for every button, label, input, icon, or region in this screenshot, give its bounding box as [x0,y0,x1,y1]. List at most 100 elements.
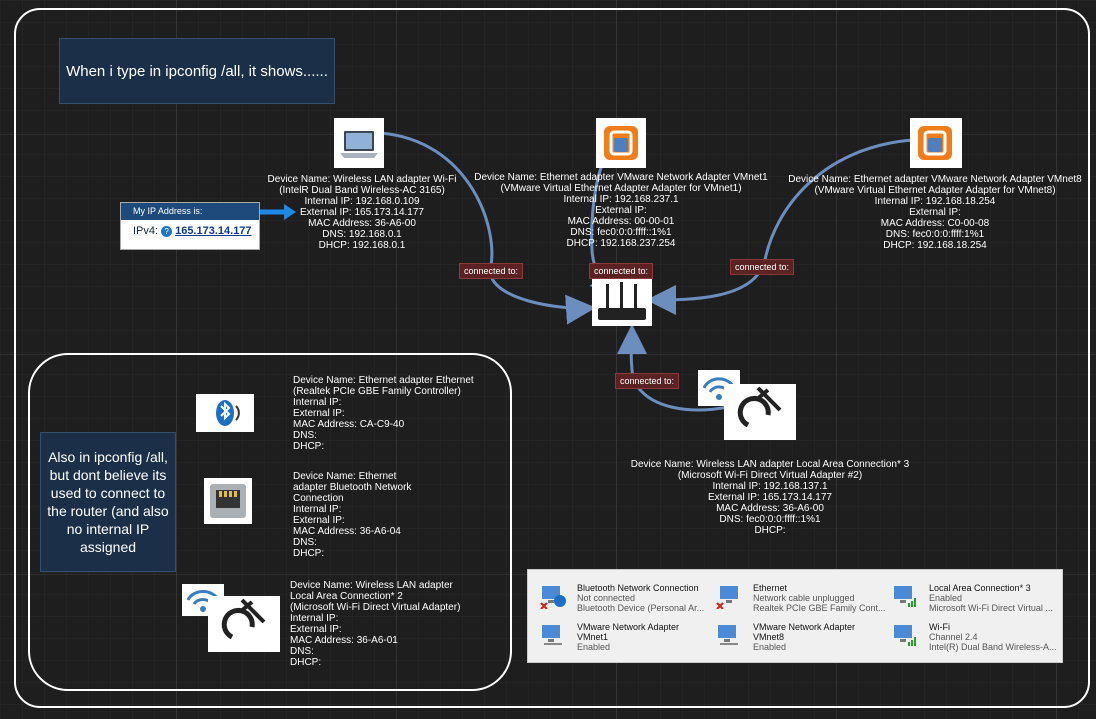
adapter-status: Enabled [929,593,963,603]
bluetooth-adapter-icon [540,583,566,610]
wifi-line: Device Name: Wireless LAN adapter Wi-Fi [267,174,457,185]
bluetooth-line: MAC Address: 36-A6-04 [293,526,401,537]
connection-label-wifi: connected to: [459,263,524,279]
bluetooth-line: Device Name: Ethernet [293,471,397,482]
wireless-adapter-icon [892,583,918,609]
vmnet1-line: DNS: fec0:0:0:ffff::1%1 [570,227,672,238]
ethernet-port-icon [204,478,252,524]
vmnet1-line: (VMware Virtual Ethernet Adapter Adapter… [500,183,742,194]
adapter-name: Wi-Fi [929,622,950,632]
vmnet1-line: External IP: [595,205,647,216]
lac2-line: MAC Address: 36-A6-01 [290,635,398,646]
lac2-line: External IP: [290,624,342,635]
bluetooth-line: External IP: [293,515,345,526]
adapter-detail: Bluetooth Device (Personal Ar... [577,603,705,613]
ethernet-line: DHCP: [293,441,325,452]
vmnet1-line: MAC Address: 00-00-01 [567,216,675,227]
vmnet8-line: DNS: fec0:0:0:ffff:1%1 [885,229,985,240]
lac3-line: Device Name: Wireless LAN adapter Local … [630,459,910,470]
adapter-status: Channel 2.4 [929,632,978,642]
device-info-lac2: Device Name: Wireless LAN adapter Local … [290,580,460,668]
bluetooth-line: adapter Bluetooth Network [293,482,412,493]
outer-container [14,8,1090,708]
bluetooth-line: Connection [293,493,344,504]
note-unused-adapters: Also in ipconfig /all, but dont believe … [40,432,176,572]
wifi-line: Internal IP: 192.168.0.109 [304,196,420,207]
lac2-line: (Microsoft Wi-Fi Direct Virtual Adapter) [290,602,461,613]
lac2-line: DHCP: [290,657,322,668]
connection-label-vmnet1: connected to: [589,263,654,279]
lac2-line: DNS: [290,646,314,657]
adapter-detail: Enabled [577,642,611,652]
device-info-vmnet1: Device Name: Ethernet adapter VMware Net… [470,172,772,249]
connection-label-vmnet8: connected to: [730,259,795,275]
adapter-name: Ethernet [753,583,788,593]
ethernet-line: DNS: [293,430,317,441]
vmnet8-line: External IP: [909,207,961,218]
my-ip-box: My IP Address is: IPv4: ? 165.173.14.177 [120,202,260,250]
note-ipconfig: When i type in ipconfig /all, it shows..… [59,38,335,104]
adapter-name: VMware Network Adapter [753,622,856,632]
ethernet-line: MAC Address: CA-C9-40 [293,419,405,430]
adapter-status: Not connected [577,593,636,603]
ipv4-value[interactable]: 165.173.14.177 [175,225,252,237]
wireless-ethernet-icon [698,370,796,440]
lac3-line: DNS: fec0:0:0:ffff::1%1 [719,514,821,525]
ethernet-line: External IP: [293,408,345,419]
adapter-name: Local Area Connection* 3 [929,583,1031,593]
lac3-line: DHCP: [754,525,786,536]
vmnet8-line: (VMware Virtual Ethernet Adapter Adapter… [814,185,1056,196]
adapter-status: Network cable unplugged [753,593,855,603]
vmnet8-line: Internal IP: 192.168.18.254 [874,196,996,207]
bluetooth-line: DHCP: [293,548,325,559]
lac3-line: Internal IP: 192.168.137.1 [712,481,828,492]
wifi-line: (IntelR Dual Band Wireless-AC 3165) [279,185,445,196]
connection-label-lac3: connected to: [615,373,680,389]
vmware-icon [910,118,962,168]
wifi-line: DNS: 192.168.0.1 [322,229,402,240]
network-adapter-icon [540,622,566,648]
vmnet8-line: Device Name: Ethernet adapter VMware Net… [788,174,1082,185]
wireless-ethernet-icon [182,584,280,652]
adapter-name: VMware Network Adapter [577,622,680,632]
ethernet-line: (Realtek PCIe GBE Family Controller) [293,386,461,397]
adapter-detail: Microsoft Wi-Fi Direct Virtual ... [929,603,1053,613]
adapter-detail: Enabled [753,642,787,652]
ethernet-line: Device Name: Ethernet adapter Ethernet [293,375,474,386]
adapter-detail: Realtek PCIe GBE Family Cont... [753,603,886,613]
lac3-line: MAC Address: 36-A6-00 [716,503,824,514]
vmnet8-line: MAC Address: C0-00-08 [880,218,990,229]
wireless-adapter-icon [892,622,918,648]
device-info-bluetooth: Device Name: Ethernet adapter Bluetooth … [293,471,411,559]
ethernet-adapter-icon [716,583,742,610]
my-ip-header: My IP Address is: [121,203,259,220]
device-info-lac3: Device Name: Wireless LAN adapter Local … [620,459,920,536]
inner-container [28,353,512,691]
adapter-status: VMnet1 [577,632,609,642]
router-icon [592,278,652,326]
wifi-line: MAC Address: 36-A6-00 [308,218,416,229]
device-info-ethernet: Device Name: Ethernet adapter Ethernet (… [293,375,474,452]
help-icon[interactable]: ? [161,225,173,237]
adapter-detail: Intel(R) Dual Band Wireless-A... [929,642,1057,652]
ipv4-label: IPv4: [133,225,159,237]
network-adapter-icon [716,622,742,648]
ethernet-line: Internal IP: [293,397,342,408]
adapter-name: Bluetooth Network Connection [577,583,699,593]
lac3-line: (Microsoft Wi-Fi Direct Virtual Adapter … [677,470,863,481]
lac3-line: External IP: 165.173.14.177 [708,492,832,503]
lac2-line: Device Name: Wireless LAN adapter [290,580,453,591]
vmnet1-line: Device Name: Ethernet adapter VMware Net… [474,172,768,183]
bluetooth-line: DNS: [293,537,317,548]
vmnet8-line: DHCP: 192.168.18.254 [883,240,987,251]
lac2-line: Internal IP: [290,613,339,624]
adapter-status: VMnet8 [753,632,785,642]
vmnet1-line: DHCP: 192.168.237.254 [566,238,676,249]
